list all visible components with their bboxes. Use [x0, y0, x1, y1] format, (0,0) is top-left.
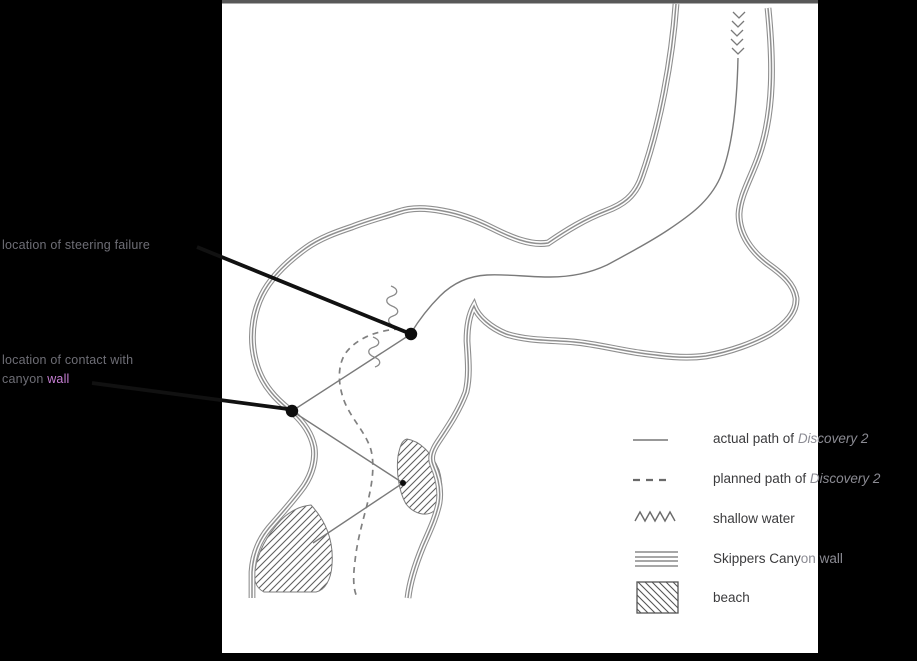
flow-direction-arrows: [730, 11, 746, 55]
wall-contact-dot: [285, 404, 299, 418]
wall-contact-highlight: wall: [47, 372, 70, 386]
steering-failure-label: location of steering failure: [2, 238, 151, 252]
legend-row-beach: beach: [713, 590, 750, 605]
planned-path-line: [338, 328, 401, 598]
legend-row-canyon-wall: Skippers Canyon wall: [713, 551, 843, 566]
canyon-wall-overflow-text: on wall: [800, 551, 843, 566]
legend-row-actual-path: actual path of Discovery 2: [713, 431, 869, 446]
legend-row-shallow-water: shallow water: [713, 511, 795, 526]
zigzag-line-icon: [634, 510, 676, 523]
beach-grounding-dot: [400, 480, 406, 486]
wall-contact-label: location of contact with canyon wall: [2, 351, 133, 389]
shallow-water-marks: [368, 285, 399, 368]
beach-area-lower-left: [253, 504, 333, 593]
boat-name: Discovery 2: [809, 471, 881, 486]
legend-icons: [633, 439, 679, 614]
actual-path-line: [290, 57, 739, 544]
map-sheet-top-edge: [222, 0, 818, 4]
legend-row-planned-path: planned path of Discovery 2: [713, 471, 881, 486]
wall-contact-label-line2: canyon wall: [2, 372, 70, 386]
steering-failure-dot: [404, 327, 418, 341]
leader-lines: [91, 245, 418, 486]
wall-contact-label-line1: location of contact with: [2, 353, 134, 367]
beach-hatch-icon: [636, 581, 679, 614]
canyon-wall-icon: [635, 551, 678, 567]
boat-name: Discovery 2: [797, 431, 869, 446]
